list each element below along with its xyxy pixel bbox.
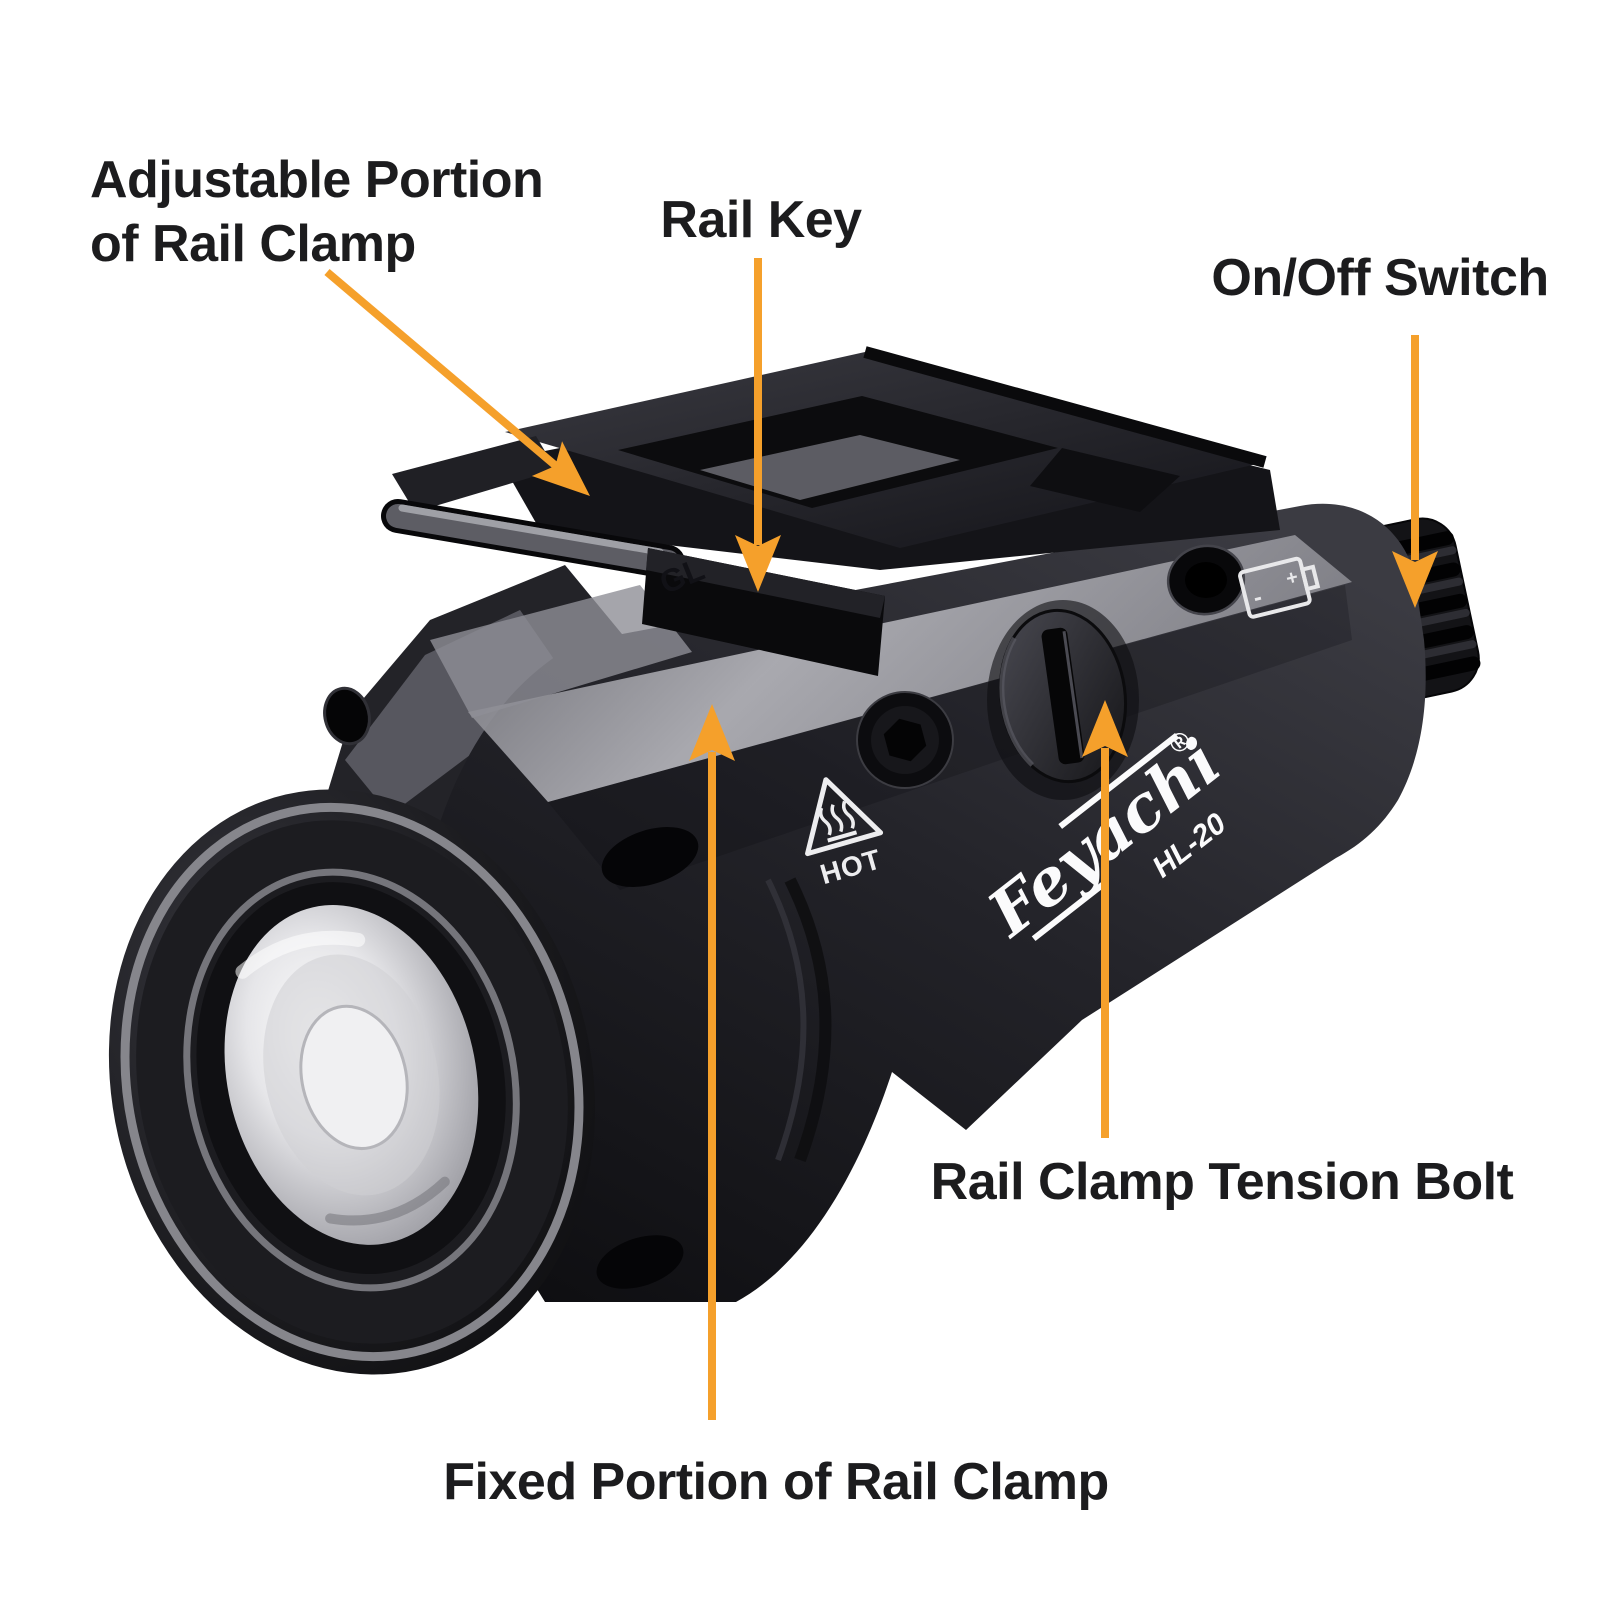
label-on-off-switch: On/Off Switch [1211, 249, 1549, 307]
adjustable-clamp-bar [381, 499, 685, 579]
arrow-on-off-switch [1392, 335, 1438, 608]
rail-assembly: GL [381, 346, 1280, 676]
label-fixed-clamp: Fixed Portion of Rail Clamp [443, 1453, 1109, 1511]
clamp-area-facet [430, 585, 692, 718]
label-rail-key: Rail Key [660, 191, 862, 249]
battery-plus-label: + [1284, 566, 1301, 590]
arrow-rail-key [735, 258, 781, 592]
rail-key-block: GL [642, 548, 885, 676]
flashlight-head [108, 789, 596, 1375]
body-top-chamfer [468, 535, 1352, 802]
label-tension-bolt: Rail Clamp Tension Bolt [930, 1153, 1514, 1211]
arrow-fixed-clamp [689, 704, 735, 1420]
label-adjustable-clamp-line1: Adjustable Portion [90, 151, 544, 209]
hex-screw [856, 691, 954, 789]
mount-hole-mid [601, 827, 699, 887]
annotation-arrows [324, 258, 1438, 1420]
arrow-tension-bolt [1082, 700, 1128, 1138]
label-adjustable-clamp-line2: of Rail Clamp [90, 215, 416, 273]
led-emitter [299, 1004, 409, 1151]
arrow-adjustable-clamp [324, 268, 590, 496]
mount-hole-left [323, 686, 371, 746]
label-adjustable-clamp: Adjustable Portion of Rail Clamp [90, 148, 544, 276]
mount-hole-bottom [596, 1235, 684, 1289]
tension-bolt [987, 600, 1139, 800]
